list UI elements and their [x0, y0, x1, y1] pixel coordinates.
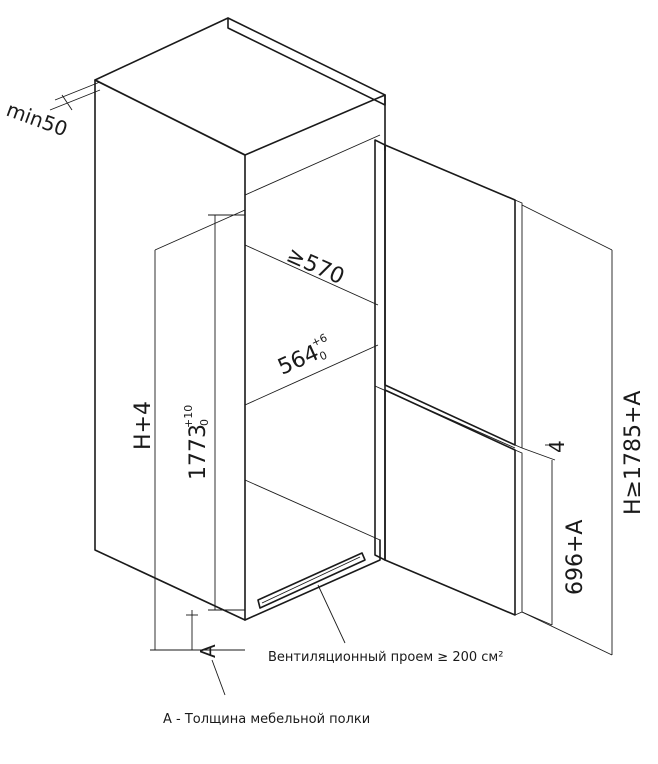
dim-inner-depth-upper: +6 [309, 331, 329, 349]
dim-inner-depth-lower: 0 [318, 349, 330, 364]
lower-door [384, 389, 516, 616]
dim-door-gap: 4 [545, 440, 569, 453]
cabinet-left-panel [94, 79, 246, 621]
dim-cabinet-height: H≥1785+A [621, 391, 646, 515]
cabinet-bottom [244, 539, 381, 621]
dim-total-height: H+4 [131, 401, 156, 450]
cabinet-top [94, 17, 386, 156]
refrigerator-doors [374, 139, 523, 616]
ventilation-note: Вентиляционный проем ≥ 200 см² [268, 650, 503, 665]
dim-niche-height-value: 1773 [186, 424, 211, 480]
dim-min50: min50 [3, 97, 71, 141]
dim-shelf-a: A [196, 644, 220, 658]
dim-inner-depth: 564 +6 0 [274, 331, 330, 380]
upper-door [384, 144, 516, 446]
cabinet [94, 17, 386, 621]
dim-depth-min: ≥570 [283, 243, 348, 290]
legend-note: A - Толщина мебельной полки [163, 712, 370, 727]
dim-niche-height-upper: +10 [182, 405, 195, 428]
cabinet-back-edge [227, 17, 386, 106]
dim-lower-door: 696+A [563, 520, 588, 595]
door-side [374, 139, 386, 561]
dim-niche-height: 1773 +10 0 [182, 405, 211, 480]
dimension-lines [49, 81, 613, 696]
ventilation-grille [257, 552, 366, 609]
cabinet-inner-wall [244, 134, 381, 196]
dim-niche-height-lower: 0 [198, 419, 211, 426]
